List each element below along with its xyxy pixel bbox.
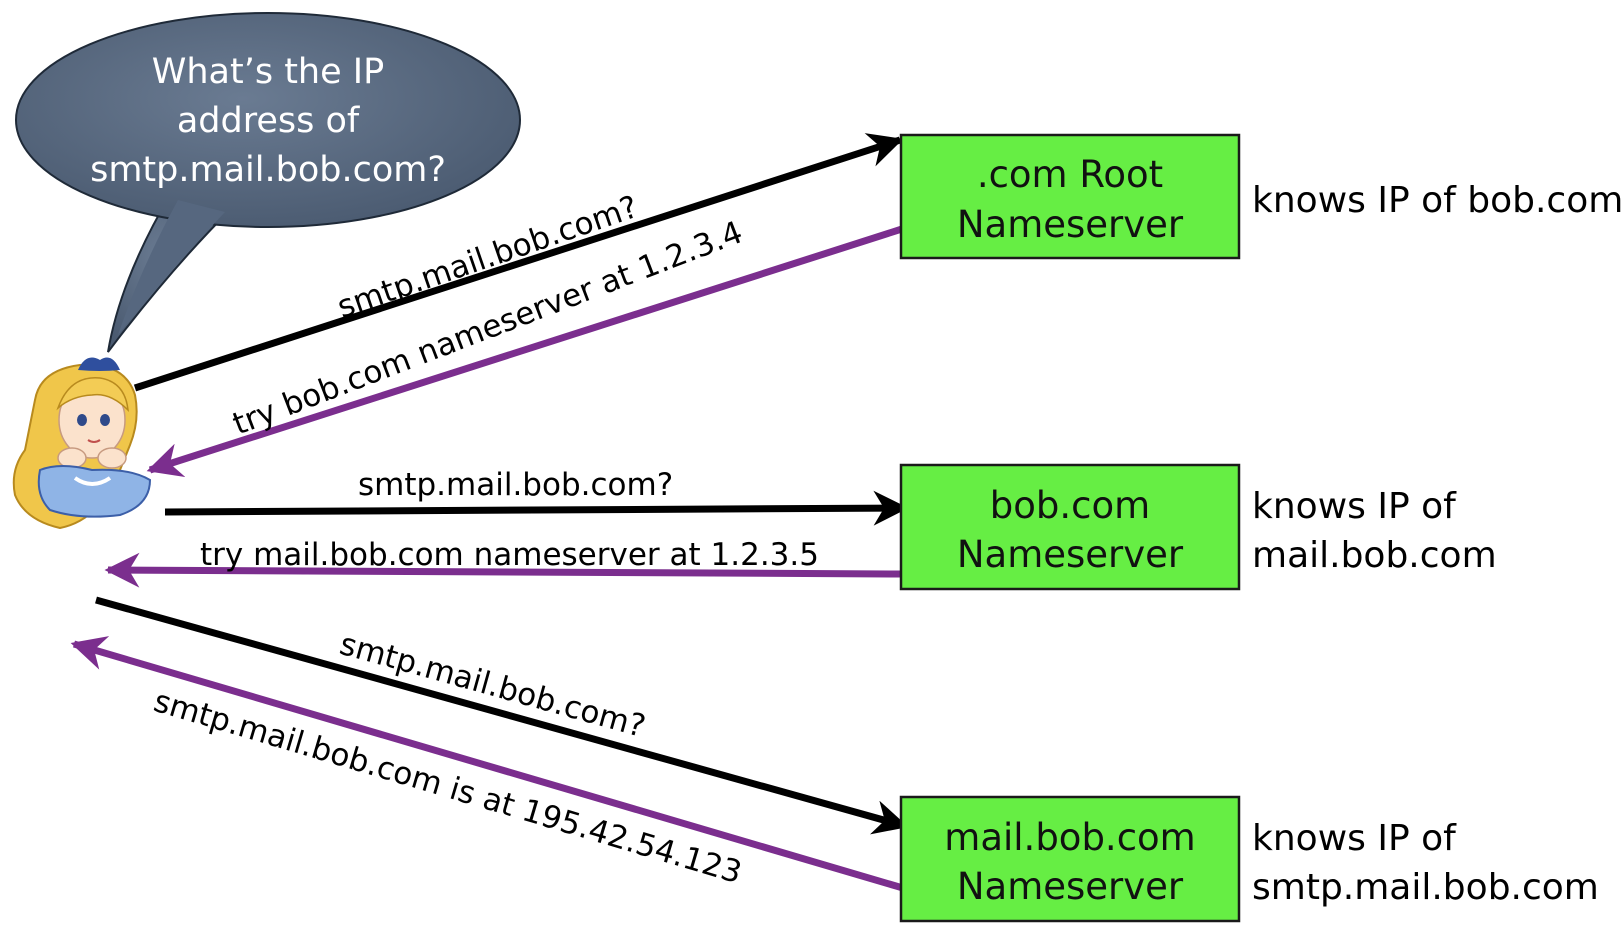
response-arrow-3 — [70, 636, 931, 900]
mail-note-line2: smtp.mail.bob.com — [1252, 867, 1599, 908]
query-label-2: smtp.mail.bob.com? — [358, 467, 673, 503]
query-label-3: smtp.mail.bob.com? — [336, 626, 649, 745]
bubble-line-2: address of — [177, 101, 360, 141]
response-arrow-2 — [104, 552, 901, 588]
bob-nameserver-line2: Nameserver — [957, 533, 1184, 576]
root-nameserver-line1: .com Root — [977, 153, 1163, 196]
root-nameserver-box: .com Root Nameserver — [899, 133, 1241, 260]
query-arrow-3 — [95, 596, 909, 835]
speech-bubble: What’s the IP address of smtp.mail.bob.c… — [15, 12, 521, 353]
bubble-line-1: What’s the IP — [152, 52, 384, 92]
response-label-2: try mail.bob.com nameserver at 1.2.3.5 — [200, 537, 819, 573]
root-note-line1: knows IP of bob.com — [1252, 180, 1622, 221]
response-arrow-1 — [146, 224, 907, 478]
message-arrows — [70, 133, 931, 900]
mail-note-line1: knows IP of — [1252, 818, 1457, 859]
bob-nameserver-line1: bob.com — [990, 484, 1150, 527]
server-notes: knows IP of bob.com knows IP of mail.bob… — [1252, 180, 1622, 908]
mail-nameserver-line2: Nameserver — [957, 865, 1184, 908]
root-nameserver-line2: Nameserver — [957, 203, 1184, 246]
query-arrow-2 — [164, 490, 909, 526]
message-labels: smtp.mail.bob.com? try bob.com nameserve… — [150, 189, 819, 891]
query-arrow-1 — [133, 133, 904, 392]
alice-avatar-icon — [12, 357, 152, 530]
bob-note-line2: mail.bob.com — [1252, 535, 1497, 576]
bob-note-line1: knows IP of — [1252, 486, 1457, 527]
bob-nameserver-box: bob.com Nameserver — [899, 463, 1241, 591]
mail-nameserver-box: mail.bob.com Nameserver — [899, 795, 1241, 923]
response-label-3: smtp.mail.bob.com is at 195.42.54.123 — [150, 683, 746, 891]
bubble-line-3: smtp.mail.bob.com? — [90, 150, 446, 190]
mail-nameserver-line1: mail.bob.com — [944, 816, 1195, 859]
